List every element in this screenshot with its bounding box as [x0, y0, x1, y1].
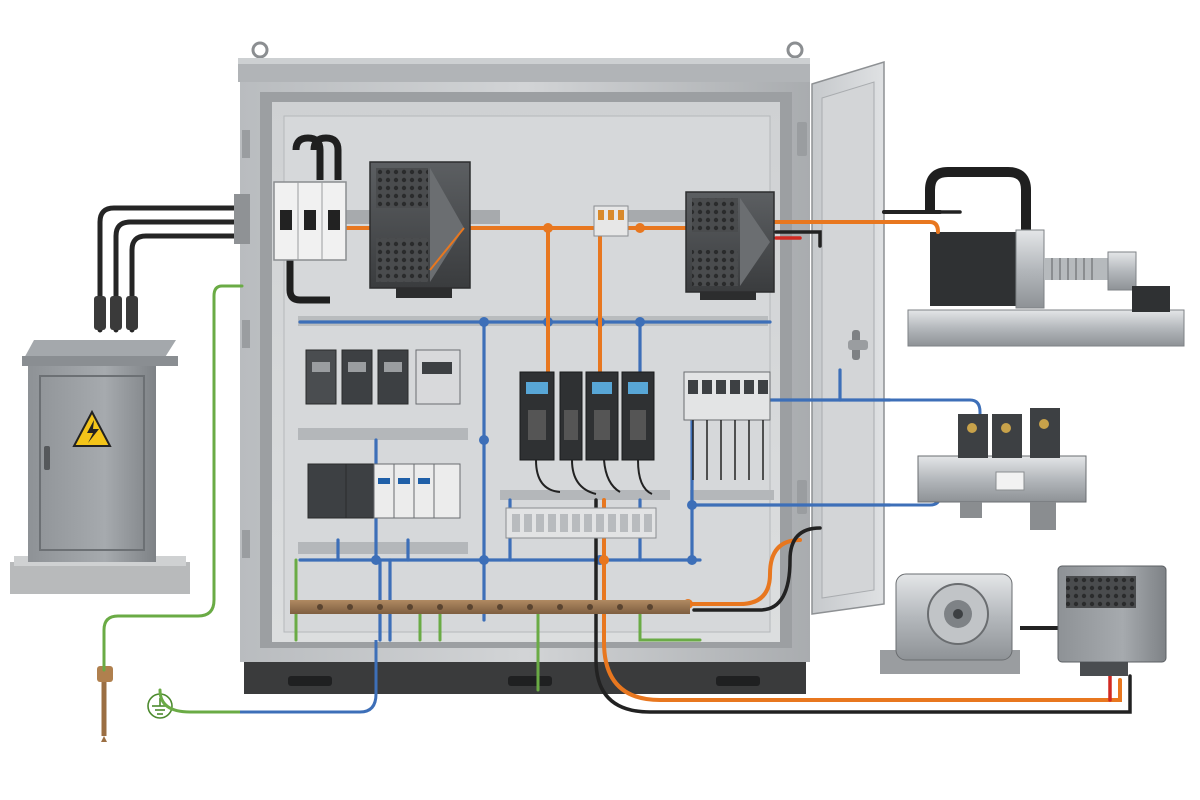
feeder-cables [97, 205, 253, 333]
ground-wiring-green [102, 284, 702, 714]
servo-motor-linear-axis [907, 167, 1185, 347]
red-wires [774, 236, 1112, 702]
ground-busbar [290, 600, 690, 614]
servo-drive [559, 371, 583, 461]
servo-drive [519, 371, 555, 461]
grounding-electrode [97, 666, 113, 742]
switching-power-supply-left [369, 161, 471, 298]
relay-terminal-block [683, 371, 771, 480]
power-supply-enclosure [10, 340, 190, 594]
servo-drive-group [519, 371, 655, 495]
miniature-breaker-row [307, 463, 461, 519]
hydraulic-valve-manifold [890, 398, 1087, 530]
main-circuit-breaker-3-pole [273, 134, 347, 304]
servo-drive [621, 371, 655, 461]
contactor-row [305, 349, 461, 405]
cabinet-door-open [811, 60, 885, 615]
gear-motor-with-drive-box [880, 565, 1167, 676]
terminal-block-row [505, 507, 657, 539]
servo-drive [585, 371, 619, 461]
signal-to-ground-blue [240, 640, 378, 714]
cable-glands-left [94, 296, 138, 330]
fuse-terminal-block [593, 205, 629, 237]
high-voltage-warning-icon [72, 409, 112, 447]
door-handle [848, 330, 868, 360]
servo-feed-cables [882, 210, 942, 234]
switching-power-supply-right [685, 191, 775, 300]
